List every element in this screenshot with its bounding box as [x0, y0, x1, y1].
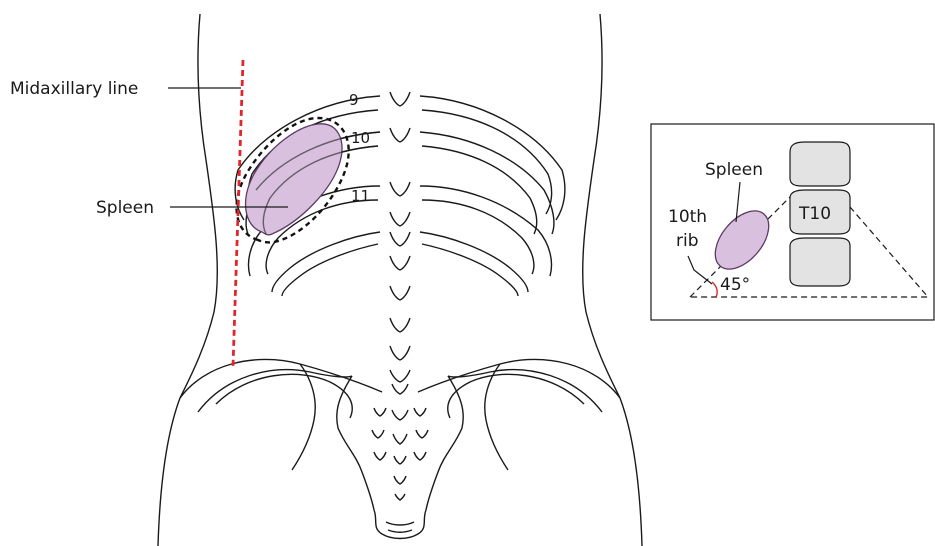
midaxillary-line: [233, 60, 243, 366]
inset-rib-label-line2: rib: [676, 231, 699, 251]
rib-11-label: 11: [351, 187, 370, 205]
inset-rib-label-line1: 10th: [668, 207, 707, 227]
rib-9-label: 9: [349, 91, 359, 109]
spleen-label: Spleen: [96, 198, 154, 218]
midaxillary-line-label: Midaxillary line: [10, 79, 138, 99]
spleen-shape: [246, 124, 342, 235]
inset-vertebra-label: T10: [798, 204, 831, 224]
inset-angle-label: 45°: [720, 275, 750, 295]
right-ribs: [420, 96, 565, 296]
vertebra-upper: [790, 142, 850, 186]
rib-10-label: 10: [351, 129, 370, 147]
torso-outline: [158, 14, 642, 546]
vertebra-lower: [790, 238, 850, 286]
inset-spleen-label: Spleen: [705, 160, 763, 180]
inset-panel: Spleen 10th rib T10 45°: [651, 124, 934, 320]
pelvis: [180, 359, 620, 538]
spine: [372, 92, 428, 500]
